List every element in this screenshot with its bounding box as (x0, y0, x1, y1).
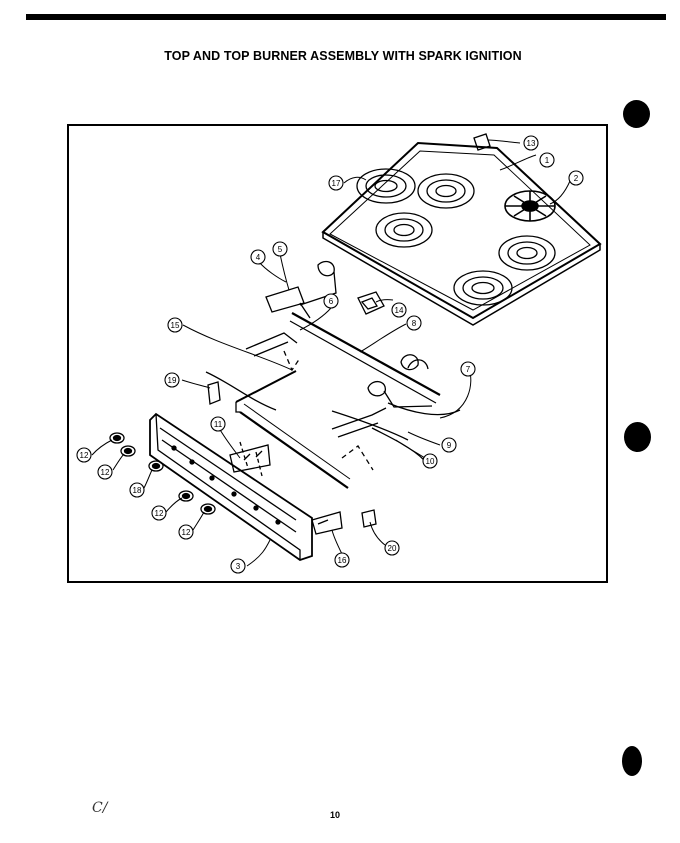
callout-5: 5 (278, 245, 283, 254)
control-knob (200, 503, 216, 515)
control-panel (149, 412, 313, 561)
control-knob (178, 490, 194, 502)
callout-2: 2 (574, 174, 579, 183)
callout-12: 12 (101, 468, 110, 477)
callout-6: 6 (329, 297, 334, 306)
burner-ring (453, 270, 513, 306)
binder-hole (622, 746, 642, 776)
callout-9: 9 (447, 441, 452, 450)
burner-grate (504, 190, 556, 222)
callout-17: 17 (332, 179, 341, 188)
binder-hole (624, 422, 651, 452)
callout-18: 18 (133, 486, 142, 495)
callout-7: 7 (466, 365, 471, 374)
callout-14: 14 (395, 306, 404, 315)
callout-circles (76, 135, 584, 574)
burner-ring (417, 173, 475, 209)
callout-1: 1 (545, 156, 550, 165)
callout-10: 10 (426, 457, 435, 466)
diagram-frame (67, 124, 608, 583)
page-title: TOP AND TOP BURNER ASSEMBLY WITH SPARK I… (164, 49, 522, 63)
callout-3: 3 (236, 562, 241, 571)
burner-ring (498, 235, 556, 271)
burner-ring (375, 212, 433, 248)
callout-12: 12 (155, 509, 164, 518)
callout-13: 13 (527, 139, 536, 148)
callout-8: 8 (412, 319, 417, 328)
callout-11: 11 (214, 420, 223, 429)
top-rule (26, 14, 666, 20)
control-knob (120, 445, 136, 457)
control-knob (109, 432, 125, 444)
callout-numbers: 1 2 3 4 5 6 7 8 9 10 11 12 12 12 12 13 1… (80, 139, 579, 571)
callout-19: 19 (168, 376, 177, 385)
cooktop-panel (321, 141, 602, 326)
control-knob (148, 460, 164, 472)
callout-12: 12 (182, 528, 191, 537)
callout-12: 12 (80, 451, 89, 460)
burner-ring (356, 168, 416, 204)
manifold-assembly (205, 133, 491, 535)
binder-hole (623, 100, 650, 128)
page-number: 10 (330, 810, 341, 820)
callout-16: 16 (338, 556, 347, 565)
callout-20: 20 (388, 544, 397, 553)
callout-4: 4 (256, 253, 261, 262)
handwritten-margin-note: C/ (92, 800, 108, 816)
leader-lines (91, 139, 571, 567)
callout-15: 15 (171, 321, 180, 330)
